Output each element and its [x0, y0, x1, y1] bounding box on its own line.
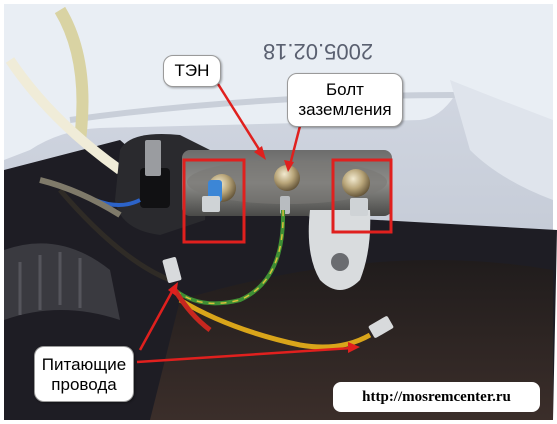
label-power-line1: Питающие	[41, 355, 127, 374]
arrow-bolt	[288, 125, 302, 166]
label-power-wires: Питающие провода	[34, 346, 134, 402]
wire-yellow	[178, 297, 372, 350]
floor	[150, 260, 553, 420]
bracket-tab	[308, 210, 371, 290]
wire-bundle	[39, 177, 122, 218]
arrow-power-1-head	[168, 282, 178, 296]
tub-right-arm	[450, 80, 553, 200]
sensor-clip	[140, 168, 170, 208]
harness-tape	[5, 57, 123, 175]
arrow-power-2-head	[348, 342, 360, 353]
label-bolt-line2: заземления	[298, 100, 392, 119]
harness-tube	[54, 6, 89, 141]
arrow-power-1	[138, 287, 176, 351]
highlight-box-left	[182, 158, 246, 244]
label-ten-text: ТЭН	[174, 61, 210, 80]
hose-ribs	[18, 252, 82, 315]
arrow-power-2	[136, 346, 353, 364]
site-url-watermark: http://mosremcenter.ru	[333, 382, 540, 412]
label-power-line2: провода	[51, 375, 117, 394]
date-stamp: 2005.02.18	[263, 39, 373, 64]
wire-red	[172, 288, 212, 332]
drain-hose	[4, 243, 120, 320]
connector-right-metal	[350, 198, 368, 216]
loose-connector-right	[368, 316, 394, 338]
label-ten: ТЭН	[163, 55, 221, 87]
label-ground-bolt: Болт заземления	[287, 73, 403, 127]
highlight-box-right	[331, 158, 393, 234]
wire-green	[173, 209, 286, 306]
terminal-right-nut	[342, 169, 370, 197]
ground-terminal	[280, 196, 290, 214]
tub-housing	[4, 4, 553, 160]
bracket-hole	[331, 253, 349, 271]
ground-bolt-nut	[274, 165, 300, 191]
arrow-ten	[216, 83, 264, 155]
sensor-bracket	[145, 140, 161, 176]
arrow-bolt-head	[284, 160, 294, 172]
wire-dark	[58, 188, 171, 283]
arrow-ten-head	[254, 146, 266, 160]
loose-connector-left	[162, 257, 182, 283]
label-bolt-line1: Болт	[326, 80, 364, 99]
connector-left-metal	[202, 196, 220, 212]
